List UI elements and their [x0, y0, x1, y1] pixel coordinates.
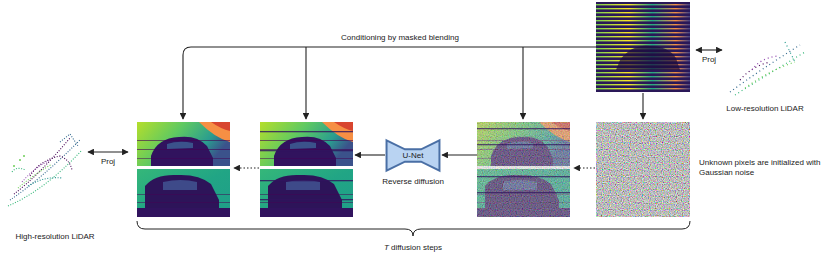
proj-label: Proj: [101, 157, 115, 167]
caption-text: Low-resolution LiDAR: [726, 104, 803, 114]
caption-text: T diffusion steps: [384, 243, 442, 253]
block-name: U-Net: [403, 151, 424, 161]
unet-block: U-NetReverse diffusion: [386, 140, 440, 171]
annotation-text: Conditioning by masked blending: [339, 33, 461, 43]
proj-label: Proj: [702, 55, 716, 65]
unet-outline: [387, 140, 440, 170]
block-caption: Reverse diffusion: [382, 177, 444, 187]
caption-text: High-resolution LiDAR: [15, 232, 94, 242]
annotation-text: Unknown pixels are initialized with Gaus…: [699, 158, 821, 178]
